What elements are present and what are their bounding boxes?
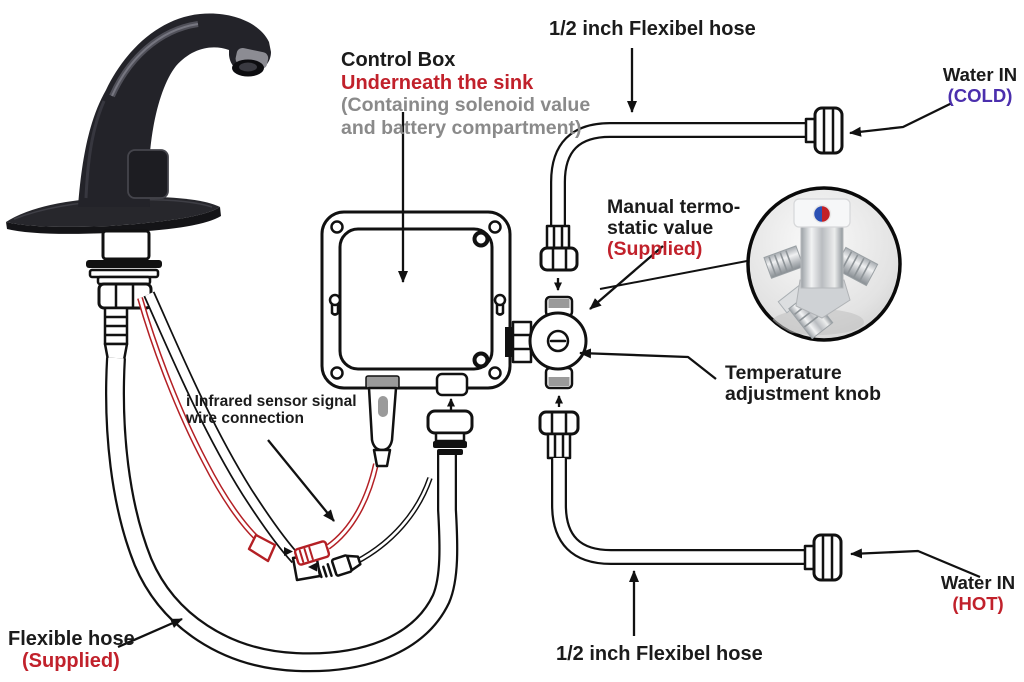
- cold-water-hose: [539, 106, 844, 272]
- faucet-supply-hose: [143, 291, 322, 582]
- control-box: [320, 210, 542, 468]
- screw-icon: [472, 351, 490, 369]
- label-infrared-wire: i Infrared sensor signal wire connection: [186, 393, 357, 427]
- keyhole-mount-icon: [493, 293, 507, 316]
- hot-cold-indicator-icon: [812, 204, 832, 224]
- label-control-box: Control Box Underneath the sink (Contain…: [341, 49, 591, 139]
- hot-water-hose: [538, 410, 843, 582]
- keyhole-mount-icon: [328, 293, 342, 316]
- label-temperature-knob: Temperature adjustment knob: [725, 362, 882, 405]
- faucet-nozzle: [232, 47, 269, 77]
- leader-arrows: [117, 48, 981, 649]
- flexible-hose-loop: [105, 357, 459, 673]
- label-thermostatic-valve: Manual termo- static value (Supplied): [607, 196, 741, 260]
- signal-cable-black: [308, 477, 433, 579]
- valve-photo-inset: [746, 186, 902, 342]
- sensor-wire-red: [137, 297, 379, 566]
- hot-inlet-fitting: [803, 533, 843, 582]
- sensor-faucet-photo: [6, 13, 271, 234]
- label-flexible-hose: Flexible hose (Supplied): [8, 628, 135, 672]
- red-socket-plug: [293, 540, 331, 566]
- control-box-sensor-plug: [365, 375, 400, 468]
- label-bottom-flexible-hose: 1/2 inch Flexibel hose: [556, 643, 763, 665]
- hose-fitting-below-box: [426, 409, 474, 455]
- black-plug: [317, 554, 362, 579]
- cold-inlet-fitting: [804, 106, 844, 155]
- screw-icon: [472, 230, 490, 248]
- label-top-flexible-hose: 1/2 inch Flexibel hose: [549, 18, 756, 40]
- control-box-hose-port: [435, 372, 469, 397]
- label-water-in-hot: Water IN (HOT): [940, 572, 1016, 614]
- label-water-in-cold: Water IN (COLD): [942, 64, 1018, 106]
- thermostatic-valve: [528, 295, 588, 390]
- infrared-sensor-window: [127, 149, 169, 199]
